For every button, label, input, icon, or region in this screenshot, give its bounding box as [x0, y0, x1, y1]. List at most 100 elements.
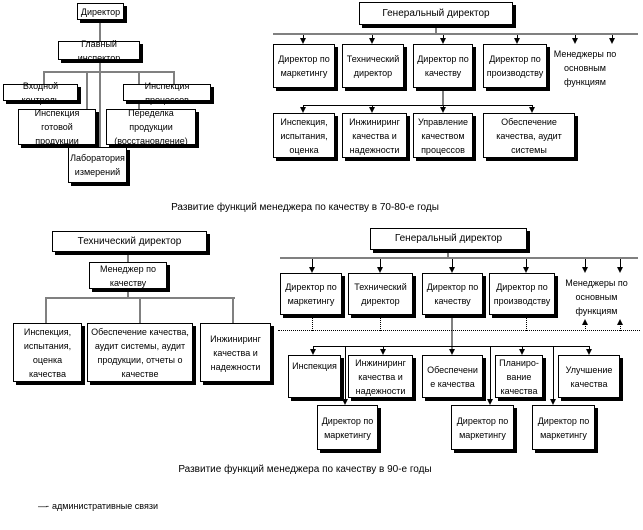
fig1-box-director: Директор — [77, 3, 124, 20]
fig2-box-quality-assurance: Обеспечени е качества — [422, 355, 483, 398]
connector-arrow — [572, 38, 578, 44]
connector-line — [99, 60, 101, 147]
connector-arrow — [519, 349, 525, 355]
connector-arrow — [449, 267, 455, 273]
fig2-box-quality-engineering-r: Инжиниринг качества и надежности — [348, 355, 413, 398]
fig1-box-marketing-director: Директор по маркетингу — [273, 44, 335, 88]
legend-line-symbol: —- — [38, 501, 49, 511]
connector-line — [522, 347, 523, 350]
fig1-box-general-director: Генеральный директор — [359, 2, 513, 25]
fig1-box-inspection-testing: Инспекция, испытания, оценка — [273, 113, 335, 158]
fig1-box-production-director: Директор по производству — [483, 44, 547, 88]
connector-line — [443, 35, 444, 40]
connector-line — [372, 35, 373, 40]
connector-line — [589, 347, 590, 350]
connector-line — [435, 25, 437, 34]
fig1-box-quality-assurance-audit: Обеспечение качества, аудит системы — [483, 113, 575, 158]
connector-line — [526, 259, 527, 268]
fig2-box-marketing-director-sub2: Директор по маркетингу — [451, 405, 514, 450]
dotted-connector-line — [380, 315, 381, 331]
legend-label: административные связи — [52, 501, 158, 511]
dotted-connector-line — [585, 324, 586, 331]
fig1-box-process-quality-mgmt: Управление качеством процессов — [413, 113, 473, 158]
fig2-box-assurance-audits-reports: Обеспечение качества, аудит системы, ауд… — [87, 323, 193, 382]
connector-line — [612, 35, 613, 40]
fig1-box-incoming-control: Входной контроль — [3, 81, 78, 105]
connector-arrow — [310, 349, 316, 355]
connector-line — [442, 88, 444, 106]
connector-line — [313, 347, 314, 350]
connector-line — [173, 71, 175, 84]
connector-line — [86, 71, 88, 109]
connector-line — [303, 35, 304, 40]
connector-arrow — [369, 38, 375, 44]
connector-line — [585, 259, 586, 268]
dotted-connector-line — [312, 315, 313, 331]
fig1-box-chief-inspector: Главный инспектор — [58, 39, 140, 63]
connector-line — [99, 20, 101, 41]
connector-line — [380, 259, 381, 268]
connector-arrow — [309, 267, 315, 273]
legend: —-административные связи — [38, 501, 158, 511]
connector-line — [273, 33, 638, 35]
connector-arrow — [586, 349, 592, 355]
fig2-box-marketing-director-sub3: Директор по маркетингу — [532, 405, 595, 450]
connector-line — [452, 259, 453, 268]
connector-line — [45, 297, 47, 323]
fig2-box-inspection-testing: Инспекция, испытания, оценка качества — [13, 323, 82, 382]
connector-line — [139, 297, 141, 323]
connector-arrow — [487, 399, 493, 405]
connector-arrow — [300, 38, 306, 44]
connector-line — [43, 71, 45, 84]
connector-arrow — [369, 107, 375, 113]
connector-line — [517, 35, 518, 40]
fig2-box-technical-director-top: Технический директор — [52, 231, 207, 252]
connector-line — [127, 289, 129, 298]
fig1-function-managers-label: Менеджеры по основным функциям — [553, 48, 617, 87]
fig1-box-rework: Переделка продукции (восстановление) — [106, 108, 196, 146]
fig2-box-general-director: Генеральный директор — [370, 228, 527, 250]
fig1-box-process-inspection: Инспекция процессов — [123, 81, 211, 105]
fig2-box-quality-engineering: Инжиниринг качества и надежности — [200, 323, 271, 382]
fig1-box-technical-director: Технический директор — [342, 44, 404, 88]
connector-arrow — [514, 38, 520, 44]
connector-arrow — [617, 267, 623, 273]
fig2-box-quality-manager: Менеджер по качеству — [89, 262, 167, 289]
fig2-box-production-director: Директор по производству — [489, 273, 555, 315]
fig2-box-marketing-director: Директор по маркетингу — [280, 273, 342, 315]
fig1-box-measurement-lab: Лаборатория измерений — [68, 147, 127, 183]
connector-line — [313, 346, 590, 347]
figure2-caption: Развитие функций менеджера по качеству в… — [178, 464, 432, 475]
connector-line — [303, 105, 533, 106]
connector-line — [447, 250, 449, 258]
fig2-box-quality-improvement: Улучшение качества — [558, 355, 620, 398]
figure1-caption: Развитие функций менеджера по качеству в… — [171, 202, 439, 213]
connector-line — [620, 259, 621, 268]
fig1-box-finished-goods-inspection: Инспекция готовой продукции — [18, 108, 96, 146]
fig1-box-quality-engineering: Инжиниринг качества и надежности — [342, 113, 407, 158]
connector-line — [553, 347, 554, 400]
connector-line — [490, 347, 491, 400]
connector-line — [43, 71, 175, 73]
connector-line — [127, 252, 129, 262]
connector-arrow — [617, 319, 623, 325]
fig2-box-quality-director: Директор по качеству — [422, 273, 483, 315]
dotted-connector-line — [620, 324, 621, 331]
fig2-function-managers-label: Менеджеры по основным функциям — [565, 277, 628, 316]
connector-arrow — [550, 399, 556, 405]
connector-arrow — [449, 349, 455, 355]
connector-arrow — [300, 107, 306, 113]
connector-line — [575, 35, 576, 40]
fig1-box-quality-director: Директор по качеству — [413, 44, 473, 88]
connector-line — [280, 257, 638, 259]
connector-line — [312, 259, 313, 268]
connector-arrow — [582, 319, 588, 325]
connector-line — [345, 347, 346, 400]
fig2-box-quality-planning: Планиро- вание качества — [495, 355, 543, 398]
fig2-box-marketing-director-sub1: Директор по маркетингу — [317, 405, 378, 450]
connector-arrow — [342, 399, 348, 405]
dotted-connector-line — [526, 315, 527, 331]
connector-arrow — [377, 267, 383, 273]
connector-arrow — [582, 267, 588, 273]
